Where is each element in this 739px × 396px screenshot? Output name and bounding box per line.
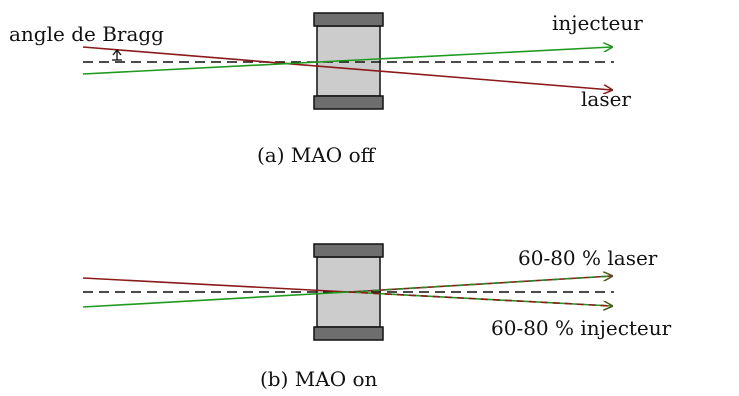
aom-electrode-bottom [313,326,384,341]
laser-label: laser [581,87,631,111]
aom-electrode-bottom [313,95,384,110]
bragg-angle-arrow-icon [112,48,122,61]
diffracted-laser-beam [348,291,613,307]
bragg-angle-label: angle de Bragg [9,22,164,46]
aom-electrode-top [313,243,384,258]
aom-electrode-top [313,12,384,27]
diffracted-injector-beam [348,275,613,293]
injector-label: injecteur [552,11,643,35]
panel-a: angle de Bragg injecteur laser (a) MAO o… [9,11,643,167]
injector-beam [82,291,350,308]
laser-fraction-label: 60-80 % laser [518,246,658,270]
laser-beam [82,46,612,90]
laser-beam [82,277,350,293]
panel-b: 60-80 % laser 60-80 % injecteur (b) MAO … [82,243,672,391]
injector-fraction-label: 60-80 % injecteur [491,316,672,340]
injector-beam [82,47,612,75]
caption-a: (a) MAO off [257,143,377,167]
caption-b: (b) MAO on [260,367,377,391]
